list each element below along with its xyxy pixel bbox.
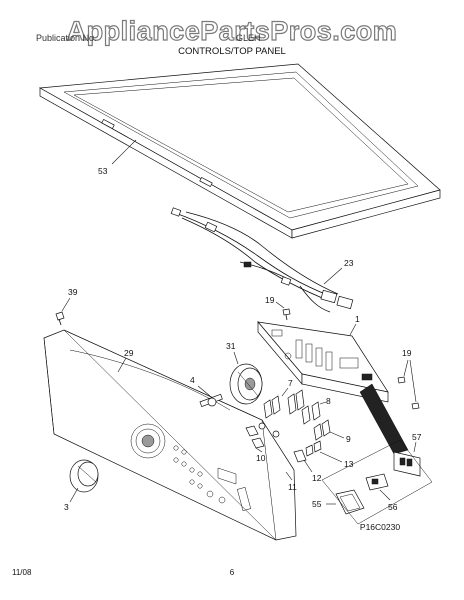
callout-10: 10 <box>256 453 266 463</box>
part-3-knob <box>69 459 99 493</box>
callout-31: 31 <box>226 341 236 351</box>
part-4-shaft <box>199 393 223 408</box>
callout-19-top: 19 <box>265 295 275 305</box>
callout-53: 53 <box>98 166 108 176</box>
part-39-screw <box>55 311 65 326</box>
part-1-control-board <box>257 321 389 403</box>
part-13-light-pipes <box>305 440 322 457</box>
callout-9: 9 <box>346 434 351 444</box>
part-19-screws-right <box>397 376 420 410</box>
callout-11: 11 <box>288 482 297 492</box>
part-23-wire-harness <box>170 207 354 313</box>
callout-39: 39 <box>68 287 78 297</box>
diagram-title: CONTROLS/TOP PANEL <box>178 46 286 57</box>
part-55-display-lens <box>335 489 365 515</box>
detail-connector-hatch <box>359 383 409 455</box>
callout-23: 23 <box>344 258 354 268</box>
detail-box <box>321 439 433 525</box>
footer-date: 11/08 <box>12 568 32 577</box>
part-12-button <box>293 449 307 463</box>
callout-55: 55 <box>312 499 322 509</box>
callout-7: 7 <box>288 378 293 388</box>
part-56-switch <box>365 473 389 491</box>
publication-label: Publication No. <box>36 33 97 43</box>
figure-code: P16C0230 <box>360 522 400 532</box>
footer-page: 6 <box>230 568 235 577</box>
callout-56: 56 <box>388 502 398 512</box>
callout-3: 3 <box>64 502 69 512</box>
callout-57: 57 <box>412 432 422 442</box>
callout-1: 1 <box>355 314 360 324</box>
callout-8: 8 <box>326 396 331 406</box>
callout-13: 13 <box>344 459 354 469</box>
callout-19-right: 19 <box>402 348 412 358</box>
part-57-display-module <box>393 451 421 477</box>
model-label: GLEH <box>236 33 261 43</box>
part-29-control-panel <box>43 329 297 541</box>
watermark-text: AppliancePartsPros.com <box>67 16 398 46</box>
part-10-switches <box>245 422 280 449</box>
part-31-selector-wheel <box>229 363 263 405</box>
callout-4: 4 <box>190 375 195 385</box>
callout-12: 12 <box>312 473 322 483</box>
part-7-light-pipes <box>263 389 305 419</box>
part-9-light-pipe <box>313 419 331 441</box>
part-53-top-panel <box>38 63 441 239</box>
callout-29: 29 <box>124 348 134 358</box>
part-8-light-pipe <box>301 401 321 425</box>
part-19-screw-top <box>282 308 291 321</box>
